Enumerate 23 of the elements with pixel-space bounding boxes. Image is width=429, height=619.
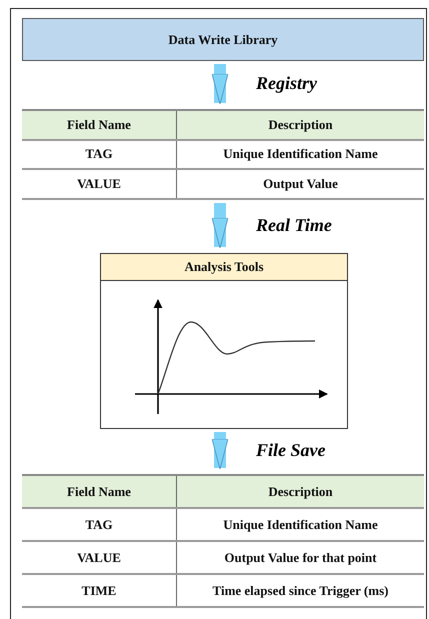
table-cell: VALUE bbox=[22, 169, 176, 199]
field-table bbox=[22, 109, 424, 200]
panel-title: Analysis Tools bbox=[184, 259, 264, 275]
table-cell: Field Name bbox=[22, 475, 176, 508]
table-cell: Output Value bbox=[176, 169, 424, 199]
flow-arrow bbox=[212, 203, 228, 248]
table-cell: TIME bbox=[22, 574, 176, 607]
table-cell: Description bbox=[176, 475, 424, 508]
table-cell: Unique Identification Name bbox=[176, 140, 424, 170]
table-cell: Time elapsed since Trigger (ms) bbox=[176, 574, 424, 607]
table-cell: VALUE bbox=[22, 541, 176, 574]
table-cell: Description bbox=[176, 110, 424, 140]
field-table bbox=[22, 474, 424, 608]
library-box bbox=[22, 18, 424, 61]
table-cell: TAG bbox=[22, 508, 176, 541]
analysis-panel bbox=[100, 253, 348, 429]
table-cell: Field Name bbox=[22, 110, 176, 140]
box-title: Data Write Library bbox=[168, 32, 278, 48]
table-cell: Output Value for that point bbox=[176, 541, 424, 574]
table-cell: Unique Identification Name bbox=[176, 508, 424, 541]
flow-arrow bbox=[212, 432, 228, 470]
table-cell: TAG bbox=[22, 140, 176, 170]
flow-arrow bbox=[212, 64, 228, 104]
